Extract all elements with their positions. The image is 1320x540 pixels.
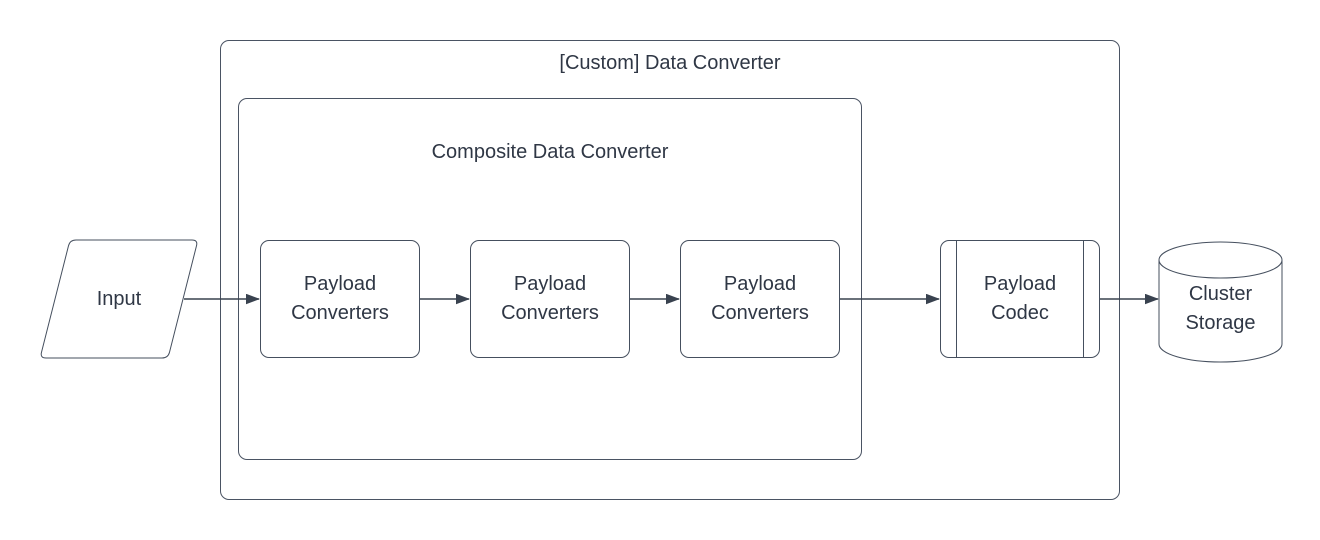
payload-converters-node-1: Payload Converters (260, 240, 420, 358)
payload-converters-node-1-label: Payload Converters (291, 273, 389, 324)
input-node-shape (40, 239, 198, 359)
payload-codec-right-bar (1083, 241, 1084, 357)
custom-data-converter-group-label: [Custom] Data Converter (559, 52, 781, 74)
composite-data-converter-group-label: Composite Data Converter (431, 141, 669, 163)
cluster-storage-top-ellipse (1158, 241, 1283, 279)
composite-data-converter-group: Composite Data Converter (238, 98, 862, 460)
payload-converters-node-2-label: Payload Converters (501, 273, 599, 324)
payload-converters-node-3-label: Payload Converters (711, 273, 809, 324)
custom-data-converter-group: [Custom] Data Converter (220, 40, 1120, 500)
cluster-storage-node-shape (1158, 260, 1283, 363)
payload-converters-node-3: Payload Converters (680, 240, 840, 358)
payload-converters-node-2: Payload Converters (470, 240, 630, 358)
payload-codec-node-label: Payload Codec (983, 273, 1057, 324)
payload-codec-node: Payload Codec (940, 240, 1100, 358)
payload-codec-left-bar (956, 241, 957, 357)
